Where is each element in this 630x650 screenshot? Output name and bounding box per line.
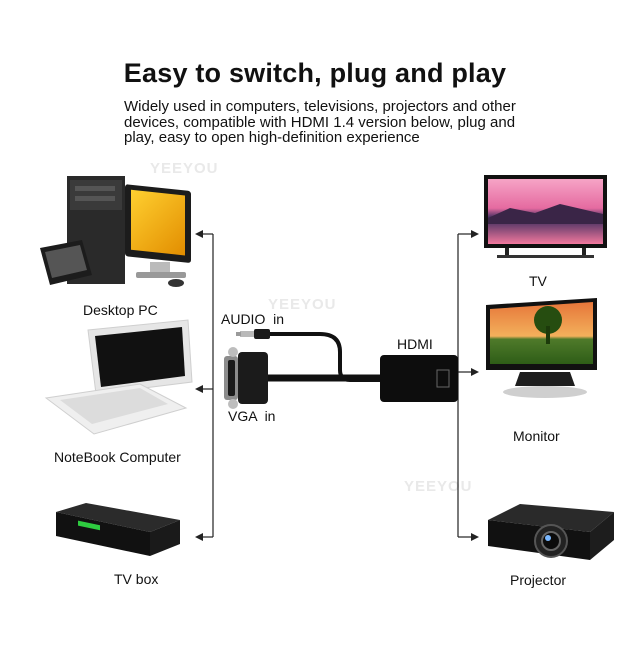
page-subtitle: Widely used in computers, televisions, p… [124, 98, 516, 146]
watermark-2: YEEYOU [268, 296, 337, 313]
label-monitor: Monitor [513, 428, 560, 444]
watermark-1: YEEYOU [150, 160, 219, 177]
label-tv-box: TV box [114, 571, 159, 587]
tv-box-icon [56, 503, 180, 556]
adapter-cables [266, 332, 383, 382]
monitor-icon [486, 298, 597, 398]
page-title: Easy to switch, plug and play [123, 58, 507, 88]
label-audio-in: AUDIO in [221, 311, 285, 327]
label-desktop-pc: Desktop PC [83, 302, 158, 318]
label-projector: Projector [510, 572, 567, 588]
watermark-3: YEEYOU [404, 478, 473, 495]
tv-icon [484, 175, 607, 258]
label-vga-in: VGA in [228, 408, 276, 424]
notebook-computer-icon [44, 319, 193, 435]
projector-icon [488, 504, 614, 560]
vga-connector-icon [224, 347, 268, 409]
hdmi-adapter-icon [380, 355, 458, 402]
label-hdmi: HDMI [397, 336, 433, 352]
label-notebook-computer: NoteBook Computer [54, 449, 181, 465]
right-bracket-lines [457, 233, 472, 538]
audio-jack-icon [236, 329, 270, 339]
desktop-pc-icon [40, 176, 191, 287]
label-tv: TV [529, 273, 547, 289]
